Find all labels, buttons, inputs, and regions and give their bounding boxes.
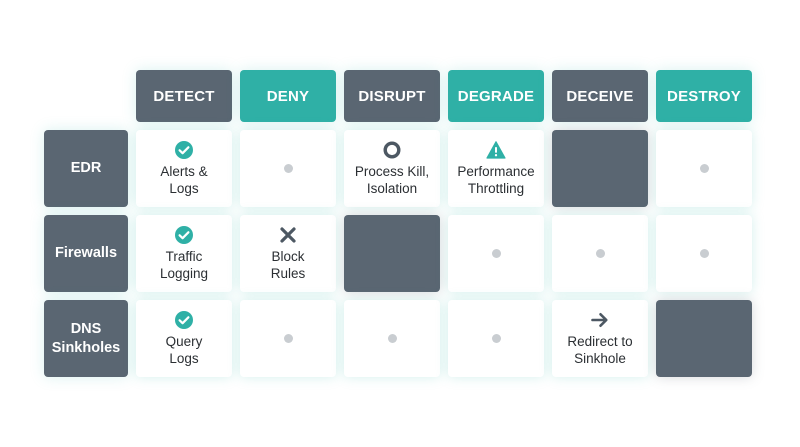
check-circle-icon [174,310,194,330]
cell-label: Performance Throttling [457,164,535,196]
cell-label: Redirect to Sinkhole [567,334,633,366]
row-header-firewalls: Firewalls [44,215,128,292]
cell-empty-dns-sinkholes-degrade [448,300,544,377]
placeholder-dot-icon [595,249,605,258]
cell-blocked-dns-sinkholes-destroy [656,300,752,377]
cell-label: Traffic Logging [159,249,209,281]
column-header-detect: DETECT [136,70,232,122]
cell-empty-dns-sinkholes-deny [240,300,336,377]
cell-empty-firewalls-deceive [552,215,648,292]
cell-dns-sinkholes-detect: Query Logs [136,300,232,377]
warning-icon [486,140,506,160]
cell-empty-edr-destroy [656,130,752,207]
column-header-deny: DENY [240,70,336,122]
placeholder-dot-icon [387,334,397,343]
placeholder-dot-icon [283,334,293,343]
placeholder-dot-icon [699,249,709,258]
cell-empty-firewalls-destroy [656,215,752,292]
ring-icon [382,140,402,160]
cell-edr-detect: Alerts & Logs [136,130,232,207]
cell-firewalls-detect: Traffic Logging [136,215,232,292]
cell-edr-disrupt: Process Kill, Isolation [344,130,440,207]
placeholder-dot-icon [491,249,501,258]
cell-label: Block Rules [270,249,306,281]
cell-edr-degrade: Performance Throttling [448,130,544,207]
cell-label: Process Kill, Isolation [354,164,430,196]
row-header-dns-sinkholes: DNS Sinkholes [44,300,128,377]
cell-label: Alerts & Logs [160,164,208,196]
cell-blocked-firewalls-disrupt [344,215,440,292]
check-circle-icon [174,140,194,160]
check-circle-icon [174,225,194,245]
row-header-label: Firewalls [54,245,118,262]
placeholder-dot-icon [699,164,709,173]
placeholder-dot-icon [283,164,293,173]
cell-blocked-edr-deceive [552,130,648,207]
cell-dns-sinkholes-deceive: Redirect to Sinkhole [552,300,648,377]
cell-firewalls-deny: Block Rules [240,215,336,292]
cell-empty-edr-deny [240,130,336,207]
row-header-edr: EDR [44,130,128,207]
placeholder-dot-icon [491,334,501,343]
column-header-destroy: DESTROY [656,70,752,122]
arrow-right-icon [590,310,610,330]
x-icon [278,225,298,245]
column-header-disrupt: DISRUPT [344,70,440,122]
column-header-deceive: DECEIVE [552,70,648,122]
row-header-label: DNS Sinkholes [51,321,121,356]
row-header-label: EDR [70,160,102,177]
column-header-degrade: DEGRADE [448,70,544,122]
cell-empty-dns-sinkholes-disrupt [344,300,440,377]
cell-empty-firewalls-degrade [448,215,544,292]
cell-label: Query Logs [165,334,203,366]
matrix-corner [44,70,128,122]
